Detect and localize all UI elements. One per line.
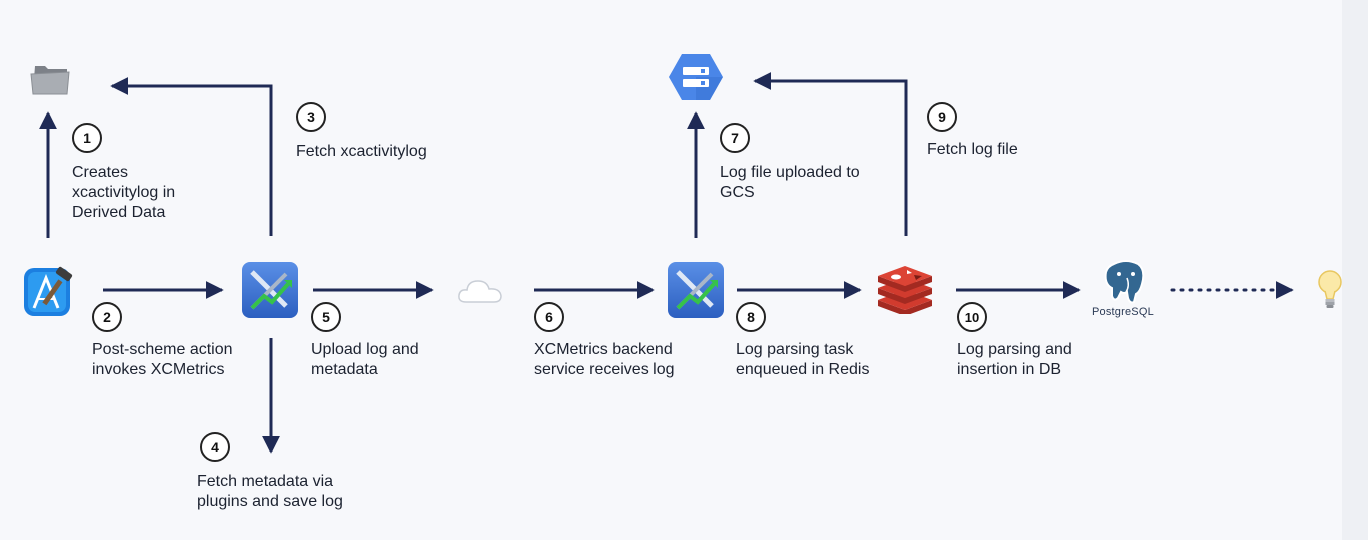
step-3-label: Fetch xcactivitylog [296,143,427,160]
step-number: 5 [322,309,330,325]
step-number: 2 [103,309,111,325]
lightbulb-icon [1317,269,1343,313]
step-2-label: Post-scheme action invokes XCMetrics [92,341,233,378]
step-3-badge: 3 [296,102,326,132]
redis-icon [876,266,934,316]
google-cloud-storage-icon [668,52,724,102]
step-6-label: XCMetrics backend service receives log [534,341,675,378]
arrow-fetch-xcactivitylog [110,77,273,236]
postgresql-label: PostgreSQL [1092,306,1154,318]
right-edge-strip [1342,0,1368,540]
step-5-label: Upload log and metadata [311,341,419,378]
xcmetrics-backend-icon [668,262,724,318]
cloud-icon [456,276,504,306]
step-8-label: Log parsing task enqueued in Redis [736,341,870,378]
step-4-label: Fetch metadata via plugins and save log [197,473,343,510]
step-number: 4 [211,439,219,455]
step-1-label: Creates xcactivitylog in Derived Data [72,164,176,221]
step-number: 1 [83,130,91,146]
step-number: 3 [307,109,315,125]
step-9-badge: 9 [927,102,957,132]
step-number: 10 [964,309,980,325]
step-10-label: Log parsing and insertion in DB [957,341,1072,378]
step-4-badge: 4 [200,432,230,462]
step-number: 7 [731,130,739,146]
step-1-badge: 1 [72,123,102,153]
step-8-badge: 8 [736,302,766,332]
xcode-icon [22,264,78,320]
folder-icon [29,58,73,98]
step-5-badge: 5 [311,302,341,332]
step-number: 8 [747,309,755,325]
step-7-badge: 7 [720,123,750,153]
step-number: 9 [938,109,946,125]
arrow-fetch-log-file [753,72,908,236]
step-7-label: Log file uploaded to GCS [720,164,860,201]
step-6-badge: 6 [534,302,564,332]
step-10-badge: 10 [957,302,987,332]
postgresql-icon [1094,258,1158,322]
xcmetrics-icon [242,262,298,318]
step-2-badge: 2 [92,302,122,332]
step-number: 6 [545,309,553,325]
step-9-label: Fetch log file [927,141,1018,158]
